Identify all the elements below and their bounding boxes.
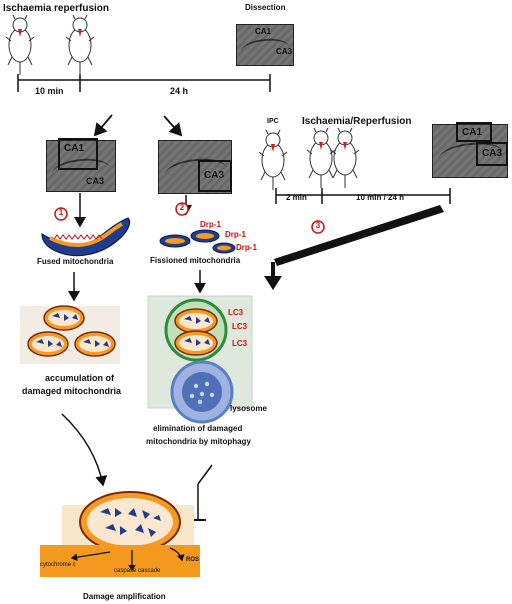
ischaemia-reperfusion-label: Ischaemia/Reperfusion [302,116,412,127]
timeline-duration-1: 10 min [35,86,64,96]
caspase-cascade-label: caspase cascade [114,568,161,574]
ca1-highlight-box: CA1 [58,138,98,170]
damage-amplification-label: Damage amplification [83,592,166,601]
rat-ir-1-icon [306,127,336,189]
left-slice-ca3-label: CA3 [86,176,105,186]
hippocampus-slice-top [236,24,294,66]
ipc-arrow-head [264,276,282,290]
mitophagy-label-line1: elimination of damaged [153,424,243,433]
lc3-label-1: LC3 [228,308,244,317]
timeline-reperfusion-label: reperfusion [54,3,110,14]
step-1-badge: 1 [58,208,64,217]
ipc-duration-2: 10 min / 24 h [356,193,405,202]
ros-label: ROS [186,557,200,563]
rat-ipc-icon [258,129,288,191]
lysosome-label: lysosome [230,404,267,413]
fused-mitochondria-label: Fused mitochondria [37,257,114,266]
rat-ischaemia-icon [5,14,35,76]
ipc-duration-1: 2 min [286,193,307,202]
step-3-badge: 3 [315,221,321,230]
fissioned-mitochondria-label: Fissioned mitochondria [150,256,241,265]
ca3-highlight-box: CA3 [198,160,232,192]
step-2-badge: 2 [179,203,185,212]
accumulation-label-line1: accumulation of [45,373,115,383]
accumulation-label-line2: damaged mitochondria [22,386,122,396]
lc3-label-2: LC3 [232,322,248,331]
fissioned-mitochondria-graphic [159,229,236,254]
drp1-label-3: Drp-1 [236,243,257,252]
right-ca1-box: CA1 [456,122,492,142]
timeline-dissection-label: Dissection [245,3,286,12]
hippocampus-slice-right [432,124,508,178]
hippocampus-slice-mid [158,140,232,194]
mitophagy-graphic [147,295,253,424]
mitophagy-label-line2: mitochondria by mitophagy [146,437,251,446]
timeline-duration-2: 24 h [170,86,189,96]
damage-amplification-graphic [40,491,200,577]
drp1-label-1: Drp-1 [200,220,221,229]
accumulated-mitochondria-graphic [20,305,120,364]
ipc-label: IPC [267,118,279,125]
right-ca3-box: CA3 [476,142,508,166]
rat-ir-2-icon [330,127,360,189]
lc3-label-3: LC3 [232,339,248,348]
rat-reperfusion-icon [65,14,95,76]
timeline-ischaemia-label: Ischaemia [3,3,52,14]
top-slice-ca3-label: CA3 [276,47,293,56]
drp1-label-2: Drp-1 [225,230,246,239]
top-slice-ca1-label: CA1 [255,27,272,36]
cytochrome-c-label: cytochrome c [40,562,76,568]
fused-mitochondria-graphic [41,217,131,257]
